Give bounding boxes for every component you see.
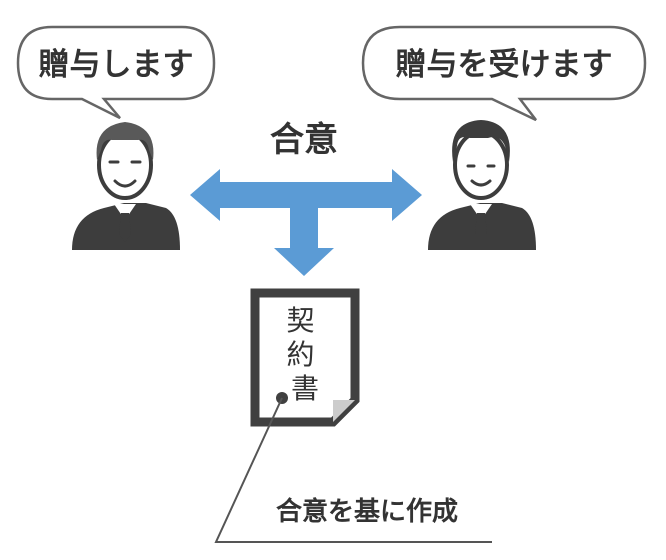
giver-speech-bubble: 贈与します xyxy=(16,25,216,120)
receiver-speech-text: 贈与を受けます xyxy=(396,47,613,83)
caption-text: 合意を基に作成 xyxy=(276,496,458,527)
agreement-label: 合意 xyxy=(270,120,338,160)
receiver-speech-bubble: 贈与を受けます xyxy=(361,25,647,122)
giver-speech-text: 贈与します xyxy=(39,47,194,83)
contract-document-icon: 契 約 書 xyxy=(250,288,360,427)
down-arrow-icon xyxy=(274,208,334,276)
young-man-icon xyxy=(428,120,536,250)
double-headed-arrow-icon xyxy=(190,169,422,221)
agreement-arrows xyxy=(190,169,422,276)
elderly-man-icon xyxy=(72,122,180,250)
caption-leader xyxy=(214,392,492,543)
document-label: 契 約 書 xyxy=(287,304,324,405)
